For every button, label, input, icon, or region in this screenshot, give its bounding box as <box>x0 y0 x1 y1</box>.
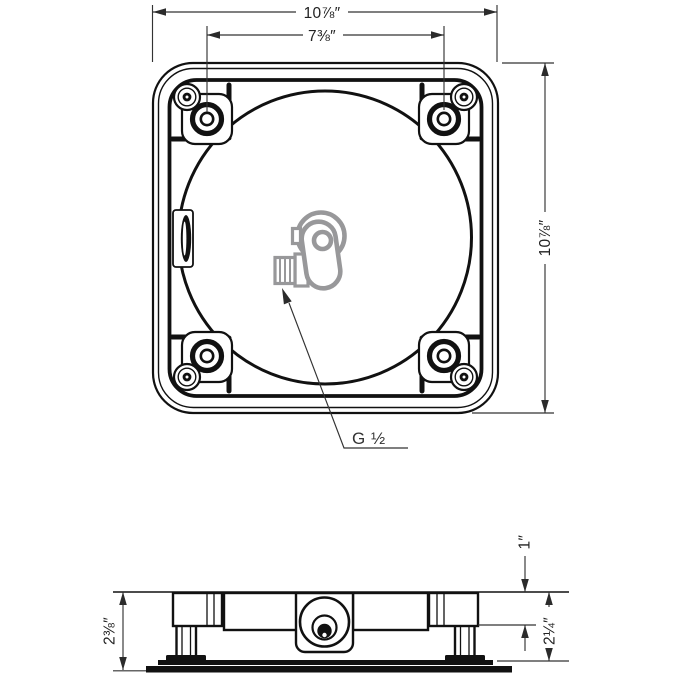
dimension-total-depth: 2⅜″ <box>102 592 146 672</box>
dimension-overall-width: 10⅞″ <box>151 5 498 62</box>
dimension-hole-spacing: 7⅜″ <box>206 26 445 112</box>
connector-tab <box>290 226 303 246</box>
side-clip <box>172 209 194 268</box>
water-connector <box>273 210 347 291</box>
leader-arrowhead <box>282 288 292 305</box>
corner-screw <box>449 362 479 392</box>
overall-width-label: 10⅞″ <box>304 5 341 22</box>
corner-mount-top-right <box>417 82 482 146</box>
faceplate-inner-edge <box>157 67 494 409</box>
corner-screw <box>172 362 202 392</box>
corner-mount-top-left <box>169 82 234 146</box>
hole-spacing-label: 7⅜″ <box>308 28 336 45</box>
corner-screw <box>172 82 202 112</box>
overall-height-label: 10⅞″ <box>537 219 554 256</box>
leader-line <box>288 302 408 449</box>
depth-to-rail-label: 2¼″ <box>542 617 559 645</box>
front-view: G ½ <box>151 61 500 449</box>
ceiling-panel <box>146 666 512 673</box>
connection-thread-label: G ½ <box>352 429 386 448</box>
housing-depth-label: 1″ <box>517 535 534 550</box>
connector-hole <box>311 229 334 252</box>
mounting-hole <box>189 101 225 137</box>
dimension-housing-depth: 1″ <box>478 535 536 651</box>
mounting-hole <box>189 338 225 374</box>
support-leg-right <box>445 626 485 663</box>
corner-screw <box>449 82 479 112</box>
connector-side <box>298 596 351 648</box>
mounting-hole <box>426 338 462 374</box>
dimension-depth-to-rail: 2¼″ <box>497 592 569 662</box>
side-view <box>113 591 569 673</box>
support-leg-left <box>166 626 206 663</box>
housing-frame <box>167 78 484 398</box>
mounting-rail <box>158 660 493 665</box>
corner-mount-bottom-left <box>169 330 234 394</box>
total-depth-label: 2⅜″ <box>102 617 119 645</box>
corner-mount-bottom-right <box>417 330 482 394</box>
connection-callout: G ½ <box>282 288 408 449</box>
dimension-overall-height: 10⅞″ <box>472 62 554 414</box>
